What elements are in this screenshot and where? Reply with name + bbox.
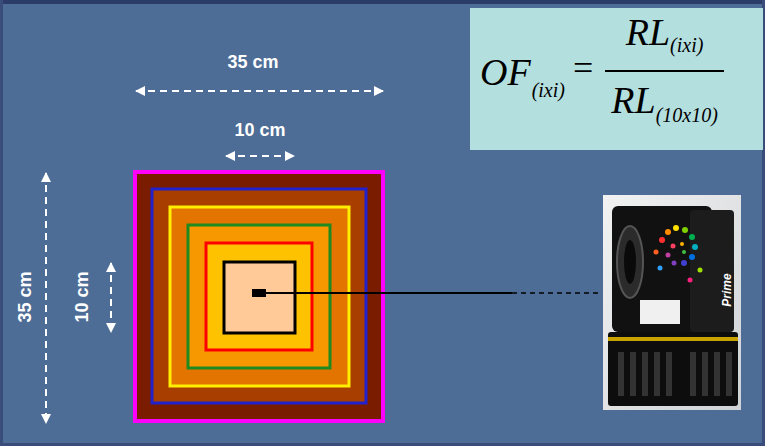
dimension-arrow	[45, 173, 47, 423]
cable	[512, 292, 602, 294]
formula-box: OF(ixi)=RL(ixi)RL(10x10)	[470, 8, 763, 150]
left-frame	[0, 0, 3, 446]
dimension-label: 10 cm	[234, 121, 285, 139]
field-square	[224, 262, 295, 333]
bottom-frame	[0, 443, 765, 446]
formula-subscript: (10x10)	[656, 105, 718, 125]
field-square	[206, 243, 312, 350]
formula-subscript: (ixi)	[532, 80, 565, 100]
formula-symbol: RL	[626, 13, 670, 51]
device-brand: Prime	[721, 273, 733, 306]
fraction-bar	[605, 70, 724, 72]
formula-subscript: (ixi)	[670, 35, 703, 55]
formula-symbol: OF	[480, 53, 531, 91]
dimension-arrow	[110, 263, 112, 332]
dimension-label: 35 cm	[227, 53, 278, 71]
field-square	[135, 172, 383, 421]
formula-symbol: RL	[611, 81, 655, 119]
ion-chamber	[252, 289, 266, 297]
dimension-arrow	[226, 155, 294, 157]
electrometer-photo	[603, 195, 741, 410]
dimension-label: 10 cm	[73, 271, 91, 322]
dimension-arrow	[136, 90, 383, 92]
formula-equals: =	[573, 50, 593, 86]
top-frame	[0, 0, 765, 4]
field-square	[170, 207, 349, 386]
field-square	[188, 225, 330, 368]
cable	[266, 292, 512, 294]
dimension-label: 35 cm	[16, 271, 34, 322]
field-square	[152, 189, 366, 403]
